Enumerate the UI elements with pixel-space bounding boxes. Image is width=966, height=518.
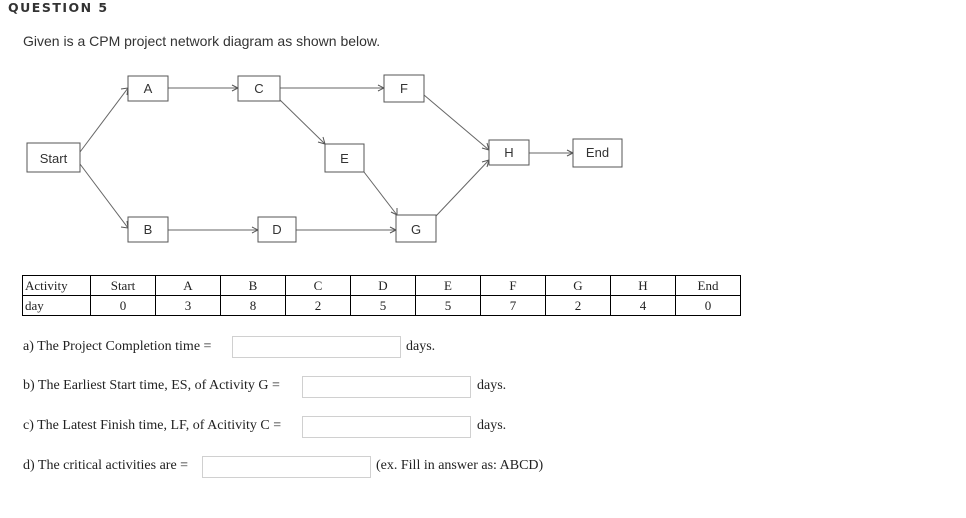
node-e: E — [324, 143, 365, 173]
activity-duration-table: Activity Start A B C D E F G H End day 0… — [22, 275, 741, 316]
activity-cell: Start — [90, 275, 156, 296]
network-edges — [79, 87, 573, 231]
activity-cell: G — [545, 275, 611, 296]
activity-cell: D — [350, 275, 416, 296]
node-g-label: G — [411, 222, 421, 237]
node-c-label: C — [254, 81, 263, 96]
node-h: H — [488, 139, 530, 166]
node-b-label: B — [144, 222, 153, 237]
day-cell: 5 — [350, 295, 416, 316]
activity-cell: C — [285, 275, 351, 296]
node-a: A — [127, 75, 169, 102]
day-cell: 8 — [220, 295, 286, 316]
question-a-suffix: days. — [406, 339, 436, 354]
node-start-label: Start — [40, 151, 68, 166]
node-end: End — [572, 138, 623, 168]
node-a-label: A — [144, 81, 153, 96]
edge-start-a — [79, 87, 129, 153]
node-e-label: E — [340, 151, 349, 166]
day-cell: 2 — [285, 295, 351, 316]
edge-f-h — [423, 94, 490, 151]
edge-c-e — [279, 99, 326, 145]
question-d-label: d) The critical activities are = — [23, 458, 189, 473]
activity-cell: F — [480, 275, 546, 296]
activity-cell: H — [610, 275, 676, 296]
day-cell: 3 — [155, 295, 221, 316]
edge-e-g — [363, 171, 398, 216]
table-row-activity: Activity Start A B C D E F G H End — [22, 275, 741, 296]
question-c-suffix: days. — [477, 418, 507, 433]
node-end-label: End — [586, 145, 609, 160]
day-cell: 0 — [90, 295, 156, 316]
question-b-suffix: days. — [477, 378, 507, 393]
activity-cell: A — [155, 275, 221, 296]
question-intro: Given is a CPM project network diagram a… — [23, 33, 381, 49]
node-h-label: H — [504, 145, 513, 160]
day-cell: 5 — [415, 295, 481, 316]
critical-activities-input[interactable] — [202, 456, 371, 478]
latest-finish-c-input[interactable] — [302, 416, 471, 438]
row-label-day: day — [22, 295, 91, 316]
cpm-network-diagram: Start A B C D E F G H End — [26, 74, 623, 243]
day-cell: 7 — [480, 295, 546, 316]
day-cell: 4 — [610, 295, 676, 316]
activity-cell: End — [675, 275, 741, 296]
node-f: F — [383, 74, 425, 103]
activity-cell: E — [415, 275, 481, 296]
edge-start-b — [79, 163, 129, 229]
earliest-start-g-input[interactable] — [302, 376, 471, 398]
day-cell: 0 — [675, 295, 741, 316]
node-c: C — [237, 75, 281, 102]
node-d-label: D — [272, 222, 281, 237]
day-cell: 2 — [545, 295, 611, 316]
node-d: D — [257, 216, 297, 243]
question-heading: QUESTION 5 — [8, 0, 109, 15]
edge-g-h — [435, 159, 490, 217]
row-label-activity: Activity — [22, 275, 91, 296]
question-b-label: b) The Earliest Start time, ES, of Activ… — [23, 378, 280, 393]
node-g: G — [395, 214, 437, 243]
node-f-label: F — [400, 81, 408, 96]
node-start: Start — [26, 142, 81, 173]
node-b: B — [127, 216, 169, 243]
activity-cell: B — [220, 275, 286, 296]
question-c-label: c) The Latest Finish time, LF, of Acitiv… — [23, 418, 282, 433]
question-d-suffix: (ex. Fill in answer as: ABCD) — [376, 458, 544, 473]
project-completion-time-input[interactable] — [232, 336, 401, 358]
table-row-day: day 0 3 8 2 5 5 7 2 4 0 — [22, 295, 741, 316]
question-a-label: a) The Project Completion time = — [23, 339, 212, 354]
